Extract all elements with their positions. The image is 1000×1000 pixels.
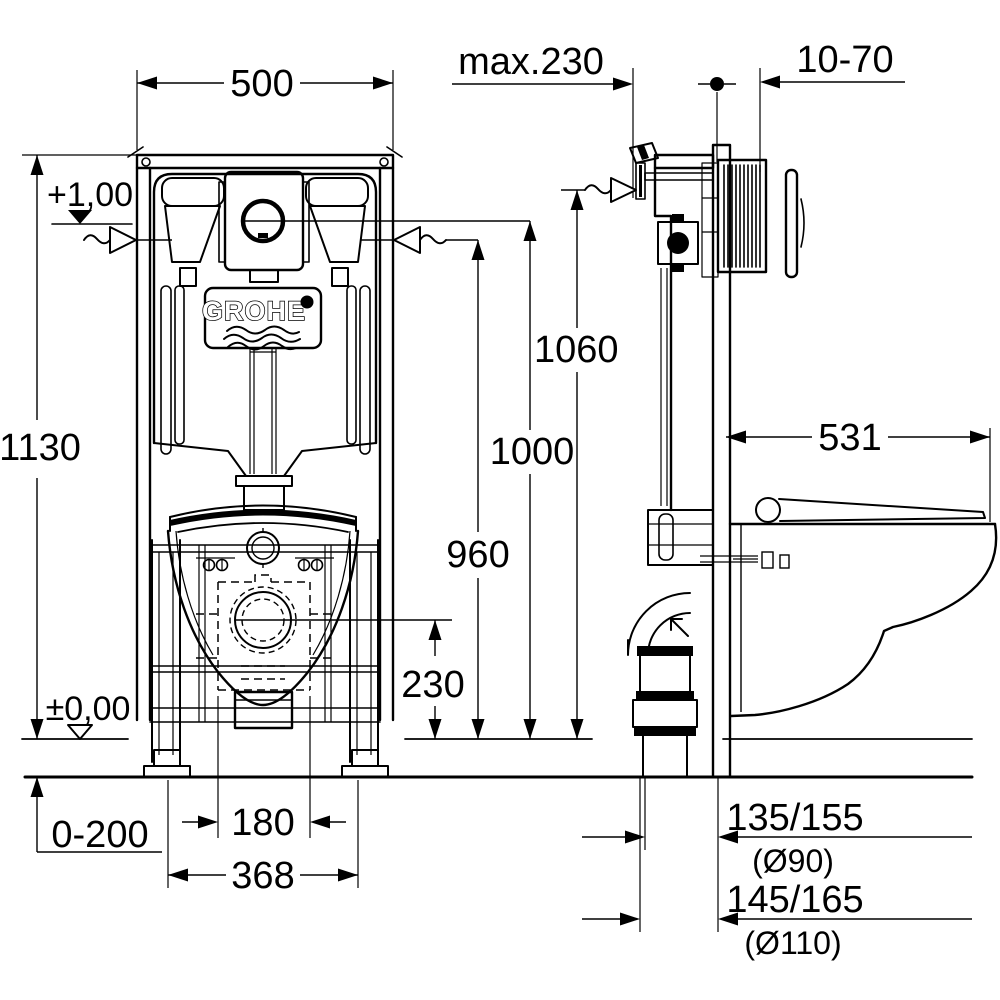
actuator-protection-box [701, 158, 768, 278]
level-label-top: +1,00 [47, 176, 133, 214]
water-supply-arrow-left [83, 226, 172, 254]
drain-bend-box [233, 690, 294, 730]
logo-wave [227, 341, 297, 351]
seat-hinge [755, 497, 781, 523]
dimensions: 500 max.230 10-70 1130 +1,00 [0, 39, 991, 961]
logo-wave [226, 325, 300, 335]
wc-mounting [647, 509, 790, 569]
flush-plate-side [784, 168, 805, 279]
toilet-front [166, 504, 452, 730]
dim-label-feet-range: 0-200 [51, 814, 148, 856]
frame-screw-right [379, 157, 389, 167]
dim-feet-range: 0-200 [30, 777, 162, 856]
dim-actuator-depth: max.230 [452, 41, 634, 198]
frame-screw-left [141, 157, 151, 167]
water-supply-arrow-right [360, 226, 447, 254]
foot-left [143, 749, 191, 778]
dim-frame-height: 1130 [0, 154, 137, 739]
brand-text: GROHE [202, 296, 306, 326]
dim-label-drain-90: 135/155 [726, 797, 863, 839]
level-label-floor: ±0,00 [46, 690, 131, 728]
drain-elbow [627, 592, 698, 778]
reference-dot [710, 77, 724, 91]
dim-label-supply-height: 960 [446, 534, 509, 576]
dim-outlet-width: 180 [182, 696, 346, 844]
foot-right [341, 749, 389, 778]
supply-arrow-side [610, 177, 637, 203]
dim-label-frame-width: 500 [230, 63, 293, 105]
wall-panel [711, 143, 732, 779]
dim-frame-width: 500 [136, 63, 394, 150]
dim-actuator-height: 1000 [283, 220, 575, 739]
dim-drain-110: 145/165 (Ø110) [582, 777, 972, 961]
dim-label-bowl-depth: 531 [818, 417, 881, 459]
dim-drain-90: 135/155 (Ø90) [582, 777, 972, 932]
side-view [627, 142, 998, 779]
level-mark-top: +1,00 [47, 176, 133, 225]
fill-valve [657, 214, 699, 272]
outlet-unit-dashed [196, 574, 332, 691]
dim-label-wall-finish: 10-70 [796, 39, 893, 81]
dim-label-actuator-height: 1000 [490, 431, 575, 473]
logo-wave [223, 333, 301, 343]
dim-label-actuator-depth: max.230 [458, 41, 604, 83]
dim-label-drain-110: 145/165 [726, 879, 863, 921]
flow-arrow [670, 618, 689, 637]
dim-outlet-height: 230 [401, 620, 465, 739]
cistern [152, 172, 378, 511]
dim-label-frame-top-height: 1060 [534, 329, 619, 371]
dim-label-frame-height: 1130 [0, 427, 81, 469]
dim-label-outlet-height: 230 [401, 664, 464, 706]
dim-label-drain-110-dia: (Ø110) [744, 925, 841, 961]
dim-label-drain-90-dia: (Ø90) [752, 843, 834, 879]
frame-profile [627, 142, 790, 778]
dim-bowl-depth: 531 [726, 417, 991, 522]
level-mark-floor: ±0,00 [46, 690, 131, 740]
logo-dot [300, 295, 314, 309]
dim-feet-width: 368 [167, 780, 359, 897]
dim-supply-height: 960 [446, 239, 510, 739]
fixing-bolts [202, 558, 324, 572]
dim-label-feet-width: 368 [231, 855, 294, 897]
dim-label-outlet-width: 180 [231, 802, 294, 844]
supply-connection [629, 142, 714, 200]
dim-wall-finish: 10-70 [698, 39, 905, 172]
grohe-logo: GROHE [201, 286, 323, 351]
toilet-side [728, 497, 998, 718]
dim-frame-top-height: 1060 [534, 177, 637, 739]
